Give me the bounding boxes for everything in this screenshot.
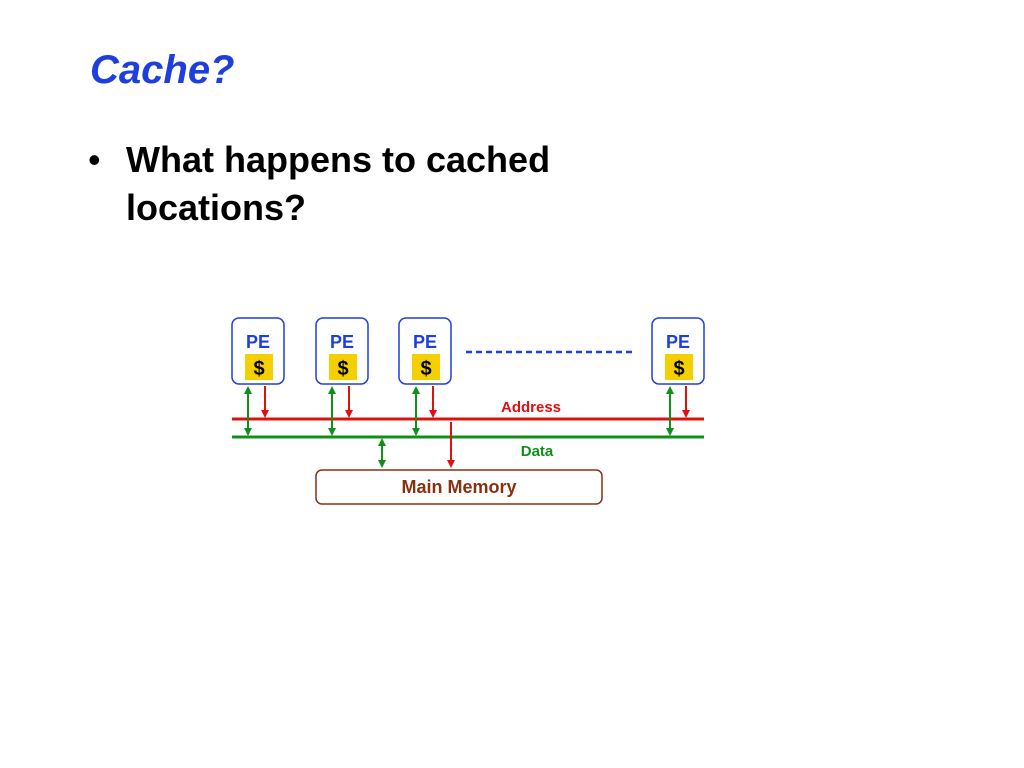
cache-label: $ [673,358,684,380]
pe-label: PE [666,332,690,352]
main-memory-box [315,469,603,505]
pe-label: PE [246,332,270,352]
pe-label: PE [413,332,437,352]
main-memory-label: Main Memory [401,477,516,497]
cache-box [412,354,440,380]
bullet-text: What happens to cached locations? [126,139,551,228]
processing-element: PE $ [651,317,705,385]
data-bus-label: Data [521,443,554,460]
processing-element: PE $ [315,317,369,385]
pe-label: PE [330,332,354,352]
bullet-item: • What happens to cached locations? [88,136,648,232]
slide-title: Cache? [90,48,235,92]
bullet-dot: • [88,139,101,180]
cache-box [245,354,273,380]
cache-label: $ [337,358,348,380]
processing-element: PE $ [398,317,452,385]
processing-element: PE $ [231,317,285,385]
cache-box [329,354,357,380]
cache-label: $ [420,358,431,380]
bullet-list: • What happens to cached locations? [88,136,648,232]
cache-label: $ [253,358,264,380]
address-bus-label: Address [501,399,561,416]
cache-box [665,354,693,380]
